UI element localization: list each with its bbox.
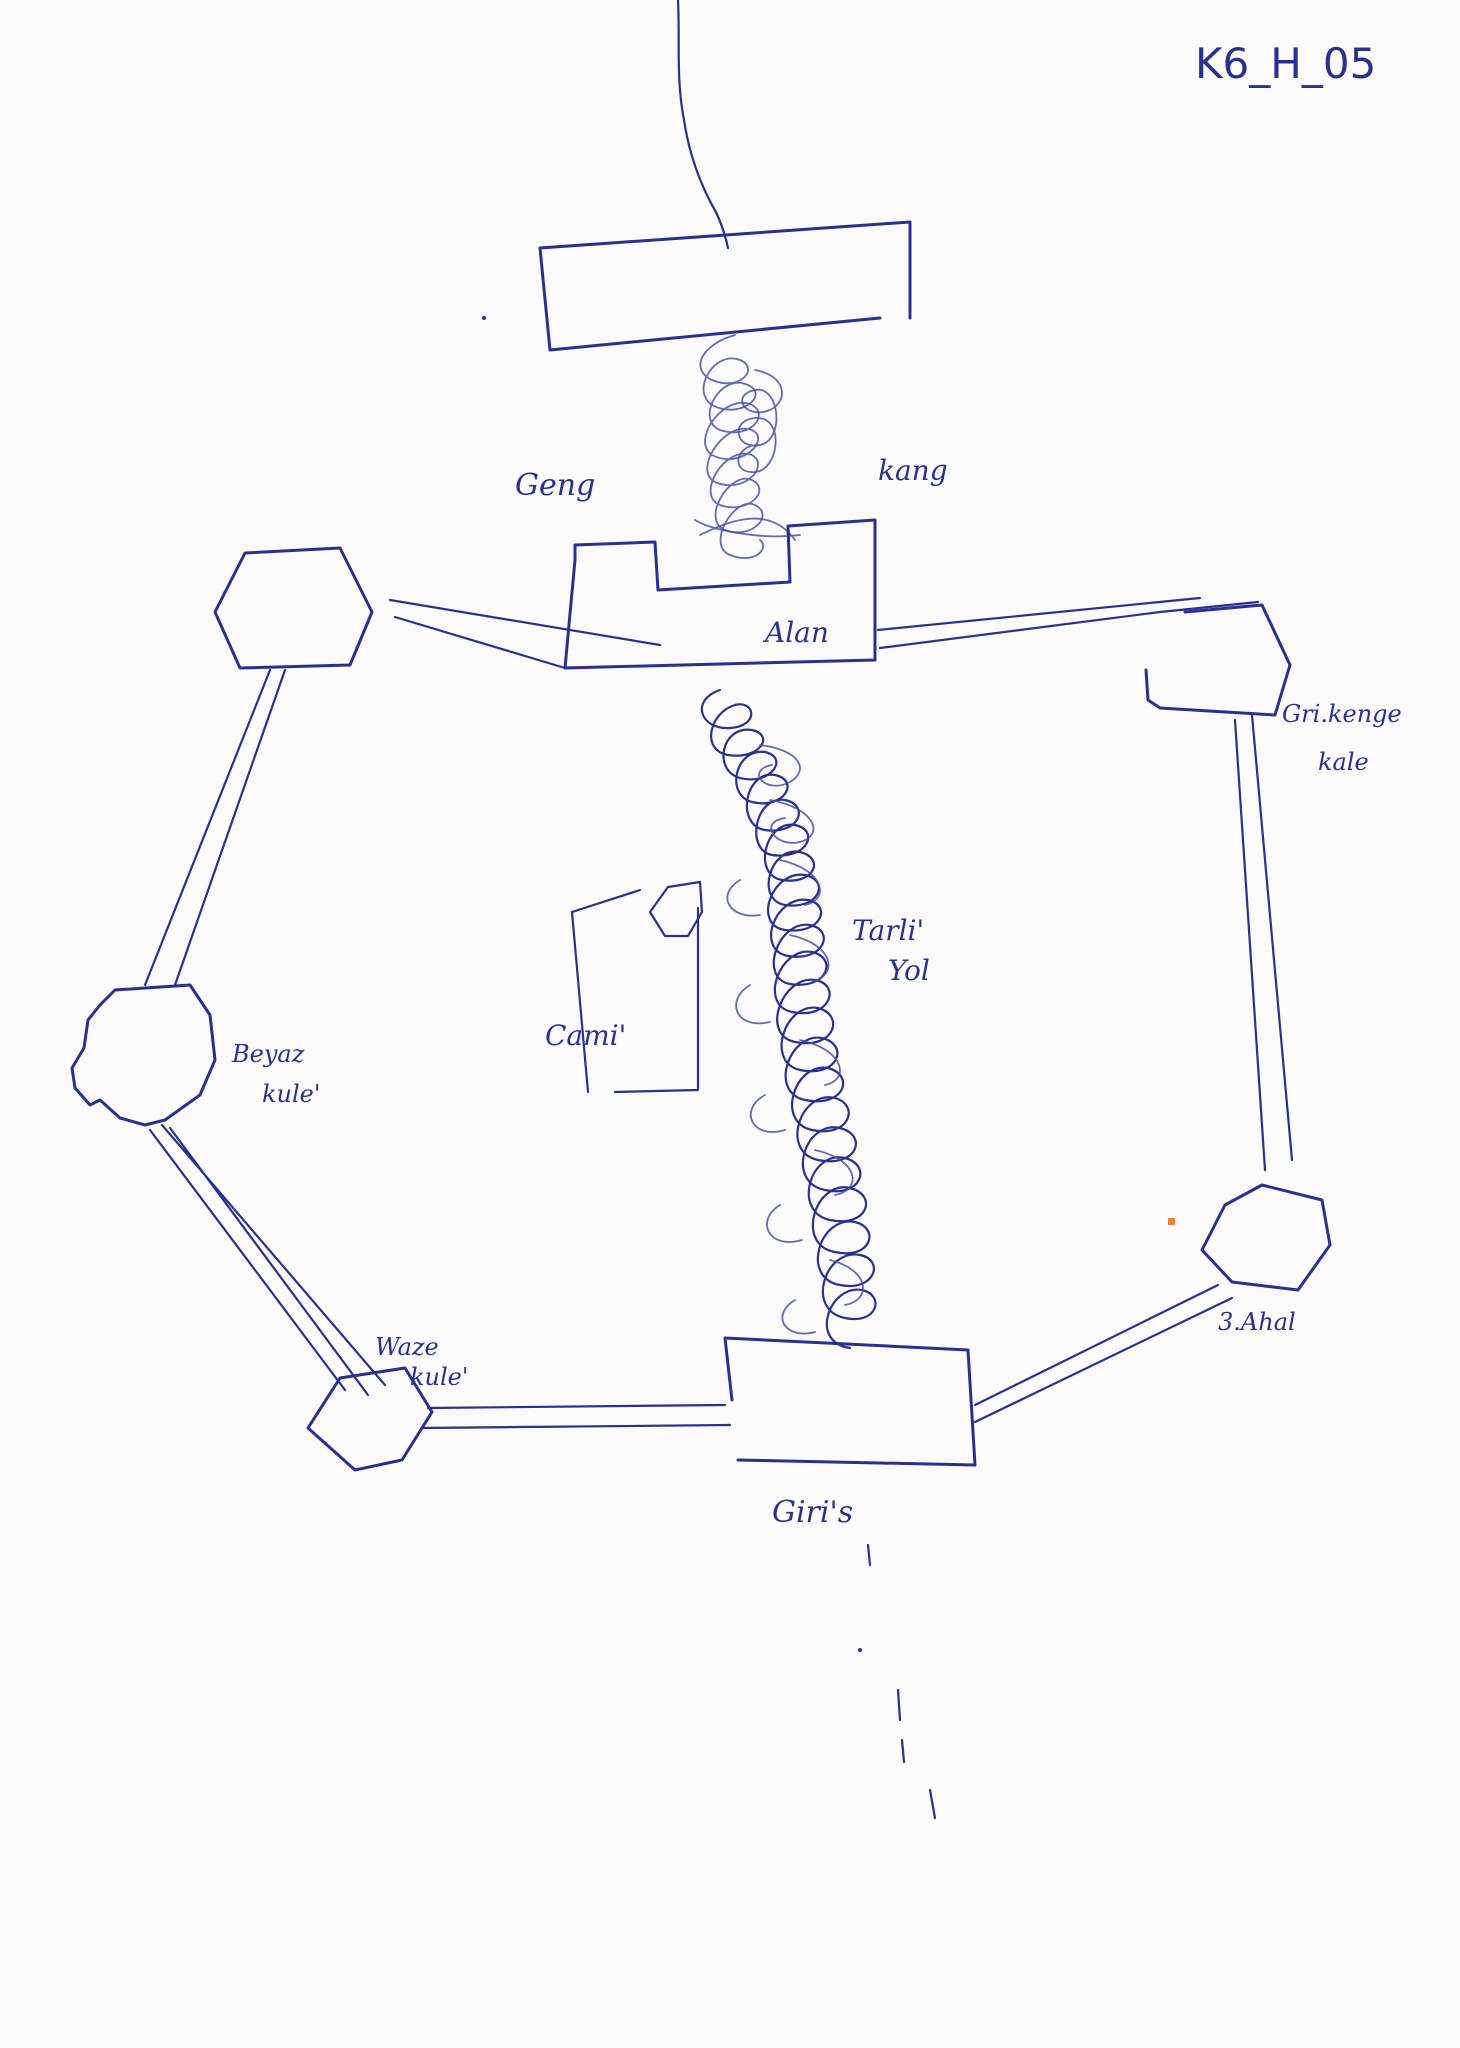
label-left-of-entry: Geng [515, 468, 595, 503]
label-bottom-left-2: kule' [410, 1363, 468, 1391]
left-wall-upper [145, 670, 285, 985]
link-topleft-to-top [390, 600, 660, 668]
right-wall [1235, 715, 1292, 1170]
tower-scribble-chain-2 [727, 745, 863, 1334]
left-block-small-hexagon [650, 882, 702, 936]
ink-dot-2 [482, 316, 486, 320]
left-block-rect [572, 890, 698, 1092]
top-approach-path [678, 0, 728, 248]
rightbottom-tower-hexagon [1202, 1185, 1330, 1290]
label-left-mid-1: Beyaz [231, 1040, 305, 1068]
tower-scribble-chain [702, 690, 876, 1348]
exit-dash-4 [930, 1790, 935, 1818]
exit-dash-1 [868, 1545, 870, 1565]
link-rightbottom-to-gate [975, 1285, 1232, 1422]
label-right-of-entry: kang [878, 454, 948, 487]
topright-tower-pentagon [1146, 605, 1290, 715]
label-right-top-node-2: kale [1318, 748, 1369, 776]
label-left-mid-2: kule' [262, 1080, 320, 1108]
exit-dash-3 [902, 1740, 904, 1762]
label-top-node: Alan [762, 616, 829, 649]
label-right-top-node-1: Gri.kenge [1282, 700, 1402, 728]
bottom-gate-rect [725, 1338, 975, 1465]
sheet-code: K6_H_05 [1195, 39, 1376, 88]
label-bottom-left-1: Waze [375, 1333, 439, 1361]
label-left-block: Cami' [545, 1019, 626, 1052]
link-top-to-topright [878, 598, 1258, 648]
ink-speck [1168, 1218, 1175, 1225]
link-bottomleft-to-gate [422, 1405, 730, 1428]
exit-dash-2 [898, 1690, 900, 1720]
label-tower-2: Yol [888, 954, 930, 987]
ink-dot [858, 1648, 862, 1652]
top-gate-rect [540, 222, 910, 350]
label-tower-1: Tarli' [852, 914, 924, 947]
label-right-bottom-node: 3.Ahal [1218, 1308, 1296, 1336]
link-leftmid-to-bottomleft [150, 1125, 385, 1395]
topleft-tower-hexagon [215, 548, 372, 668]
leftmid-tower-polygon [72, 985, 215, 1125]
upper-scribble-chain [700, 335, 763, 558]
label-bottom-gate: Giri's [772, 1495, 853, 1530]
